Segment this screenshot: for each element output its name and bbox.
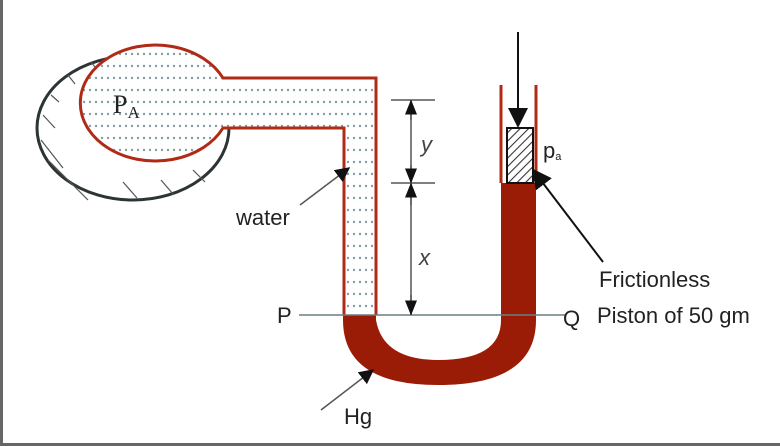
mercury <box>343 183 536 385</box>
label-P: P <box>277 303 292 328</box>
label-piston-line1: Frictionless <box>599 267 710 292</box>
label-water: water <box>235 205 290 230</box>
label-x: x <box>418 245 431 270</box>
label-Q: Q <box>563 306 580 331</box>
dimension-y-x <box>391 99 435 316</box>
label-pa-vessel: PA <box>113 90 140 122</box>
water-leader <box>299 167 351 206</box>
piston-leader <box>531 168 604 263</box>
tube-wall-left <box>78 43 378 315</box>
diagram-canvas: PA water y x pa P Q Hg Frictionless Pist… <box>35 32 750 429</box>
hg-leader <box>320 369 375 411</box>
label-piston-line2: Piston of 50 gm <box>597 303 750 328</box>
label-hg: Hg <box>344 404 372 429</box>
label-y: y <box>419 132 434 157</box>
water-dots <box>80 44 376 315</box>
label-p-atm: pa <box>543 138 562 163</box>
piston <box>506 127 534 184</box>
